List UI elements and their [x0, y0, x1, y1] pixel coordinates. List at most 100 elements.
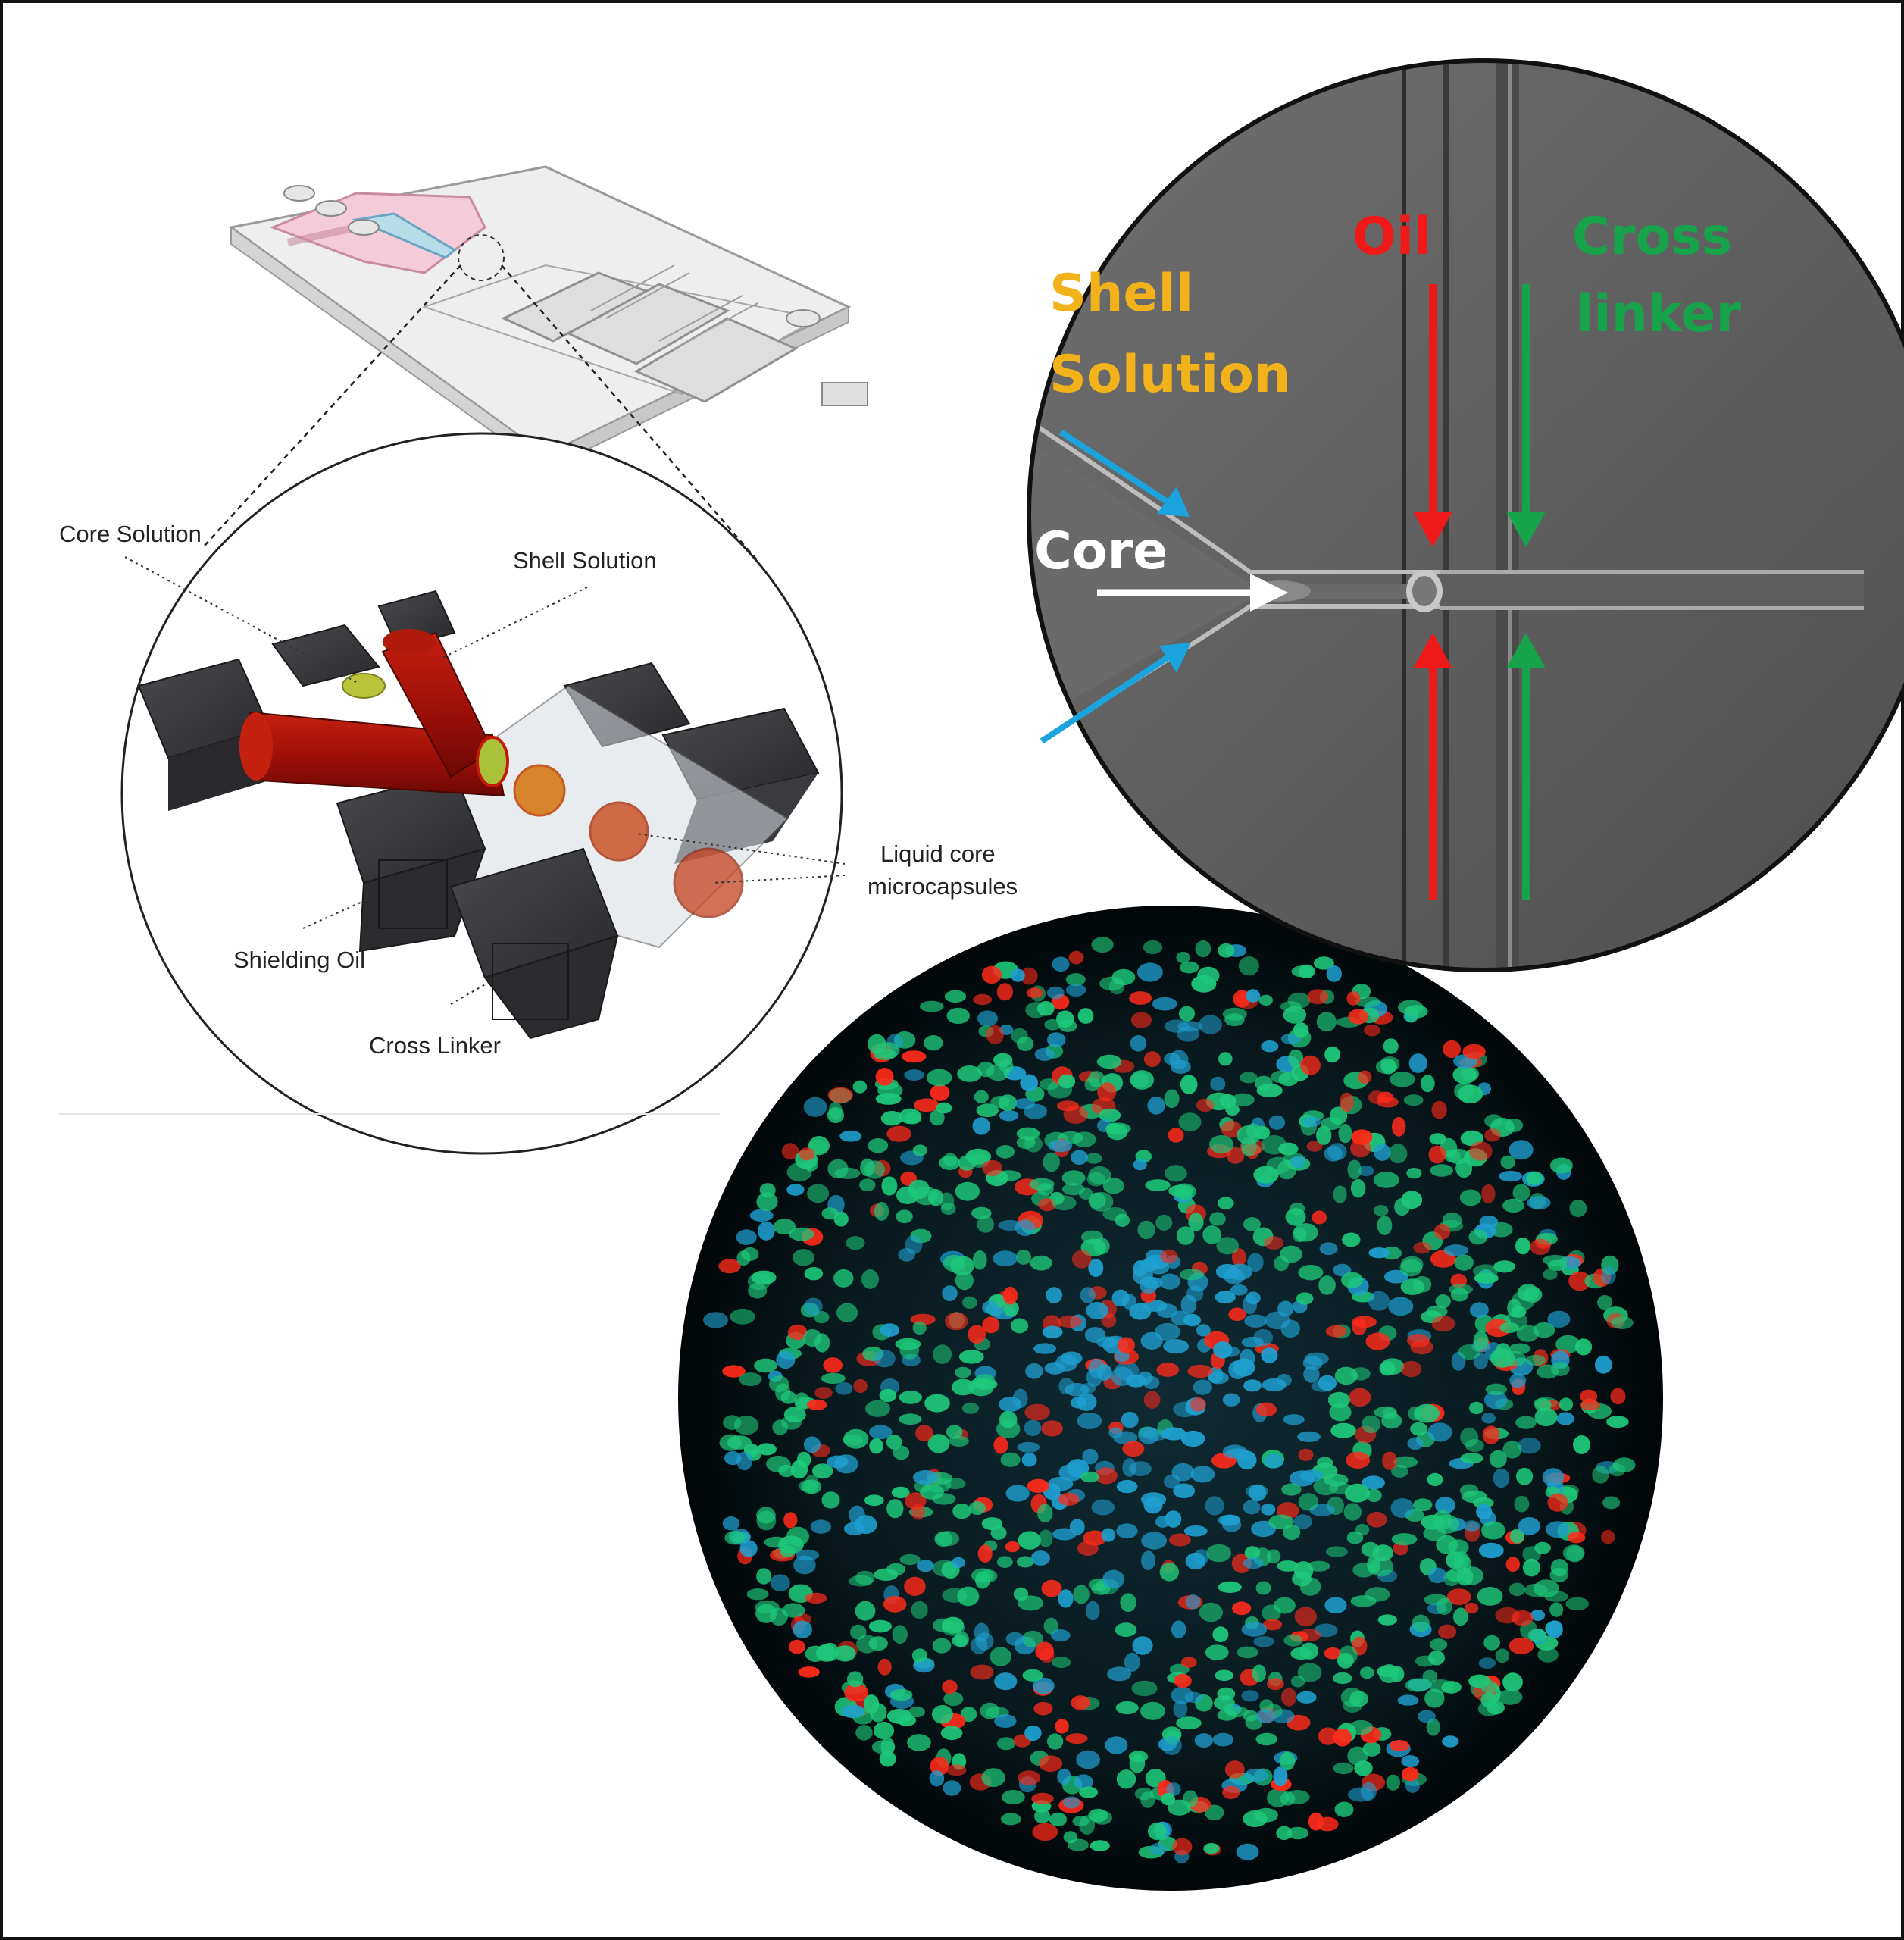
cell-nucleus — [971, 1378, 998, 1390]
cell-nucleus — [950, 1256, 974, 1276]
cell-nucleus — [1261, 1040, 1279, 1053]
cell-nucleus — [814, 1387, 833, 1399]
cell-nucleus — [1255, 1402, 1277, 1417]
cell-nucleus — [1326, 1546, 1348, 1557]
flow-focusing-micrograph — [1027, 58, 1904, 972]
cell-nucleus — [1522, 1546, 1541, 1563]
cell-nucleus — [1086, 1302, 1108, 1319]
cell-nucleus — [1149, 1842, 1167, 1856]
cell-nucleus — [1601, 1529, 1615, 1544]
cell-nucleus — [1568, 1532, 1586, 1544]
cell-nucleus — [1401, 1360, 1422, 1378]
cell-nucleus — [1106, 1122, 1121, 1134]
cell-nucleus — [879, 1388, 897, 1403]
cell-nucleus — [1569, 1200, 1587, 1217]
cell-nucleus — [1243, 1217, 1261, 1231]
cell-nucleus — [1052, 1657, 1071, 1669]
cell-nucleus — [1024, 1419, 1042, 1437]
cell-nucleus — [1280, 1791, 1296, 1806]
cell-nucleus — [1215, 1291, 1236, 1303]
cell-nucleus — [1046, 986, 1065, 1000]
cell-nucleus — [1602, 1496, 1621, 1510]
cell-nucleus — [724, 1531, 746, 1545]
cell-nucleus — [1261, 1504, 1276, 1516]
cell-nucleus — [946, 1007, 970, 1024]
cell-nucleus — [1350, 1178, 1366, 1198]
cell-nucleus — [864, 1160, 885, 1179]
cell-nucleus — [1032, 1823, 1058, 1841]
cell-nucleus — [977, 1010, 998, 1027]
schematic-annotations — [124, 556, 846, 1005]
cell-nucleus — [1017, 1441, 1040, 1453]
cell-nucleus — [1168, 1533, 1191, 1547]
cell-nucleus — [793, 1249, 814, 1266]
cell-nucleus — [1287, 1826, 1309, 1840]
cell-nucleus — [943, 1780, 961, 1796]
cell-nucleus — [1217, 1197, 1234, 1209]
cell-nucleus — [1161, 1735, 1182, 1755]
cell-nucleus — [908, 1179, 930, 1199]
shell-solution-label: Shell Solution — [513, 547, 657, 574]
cell-nucleus — [932, 1638, 952, 1654]
cell-nucleus — [1073, 1585, 1090, 1604]
cell-nucleus — [1435, 1294, 1451, 1309]
cell-nucleus — [1194, 1733, 1214, 1748]
microfluidic-chip-3d — [228, 165, 868, 471]
cell-nucleus — [1430, 1164, 1453, 1177]
cell-nucleus — [1312, 1210, 1327, 1225]
cell-nucleus — [1298, 1265, 1324, 1281]
cell-nucleus — [1292, 1571, 1312, 1587]
cell-nucleus — [1580, 1389, 1598, 1403]
cell-nucleus — [883, 1595, 907, 1613]
cell-nucleus — [994, 1672, 1018, 1691]
cell-nucleus — [1243, 1710, 1259, 1722]
cell-nucleus — [908, 1707, 925, 1718]
cell-nucleus — [942, 1679, 958, 1694]
cell-nucleus — [1051, 1629, 1071, 1642]
cell-nucleus — [1365, 1587, 1390, 1602]
cell-nucleus — [1058, 1492, 1080, 1506]
cell-nucleus — [1261, 1134, 1287, 1155]
cell-nucleus — [1037, 1504, 1053, 1523]
cell-nucleus — [1281, 1688, 1297, 1707]
cell-nucleus — [977, 1544, 993, 1563]
cell-nucleus — [1319, 1242, 1338, 1256]
cell-nucleus — [1463, 1520, 1480, 1532]
cell-nucleus — [1076, 1750, 1100, 1769]
cell-nucleus — [879, 1751, 896, 1767]
cell-nucleus — [946, 1425, 963, 1439]
cell-nucleus — [1080, 1287, 1096, 1303]
cell-nucleus — [1555, 1335, 1580, 1353]
cell-nucleus — [1011, 1028, 1028, 1044]
cell-nucleus — [1388, 1144, 1408, 1164]
cell-nucleus — [1187, 1364, 1213, 1378]
cell-nucleus — [1096, 1054, 1122, 1069]
cell-nucleus — [1156, 1363, 1180, 1377]
cell-nucleus — [982, 1316, 1000, 1334]
cell-nucleus — [1562, 1544, 1585, 1562]
cell-nucleus — [1160, 1249, 1178, 1263]
cell-nucleus — [1079, 1786, 1099, 1798]
cell-nucleus — [786, 1162, 812, 1182]
cell-nucleus — [1316, 1125, 1332, 1145]
cell-nucleus — [1280, 1245, 1302, 1263]
cell-nucleus — [1076, 1393, 1097, 1411]
cell-nucleus — [1193, 1549, 1209, 1565]
cell-nucleus — [1116, 1769, 1136, 1789]
cell-nucleus — [1276, 1826, 1293, 1841]
cell-nucleus — [1543, 1269, 1558, 1280]
cell-nucleus — [1122, 1441, 1145, 1457]
cell-nucleus — [751, 1270, 777, 1285]
cell-nucleus — [1120, 1593, 1136, 1613]
linker-label-line2: linker — [1576, 284, 1742, 344]
cell-nucleus — [1088, 1259, 1104, 1277]
cell-nucleus — [1129, 1461, 1152, 1476]
cell-nucleus — [821, 1491, 840, 1509]
cell-nucleus — [1065, 973, 1086, 987]
cell-nucleus — [1020, 967, 1038, 985]
cell-nucleus — [1390, 1666, 1405, 1682]
cell-nucleus — [1202, 1225, 1221, 1244]
cell-nucleus — [974, 1090, 989, 1103]
cell-nucleus — [1066, 1459, 1090, 1478]
cell-nucleus — [1484, 1114, 1503, 1128]
